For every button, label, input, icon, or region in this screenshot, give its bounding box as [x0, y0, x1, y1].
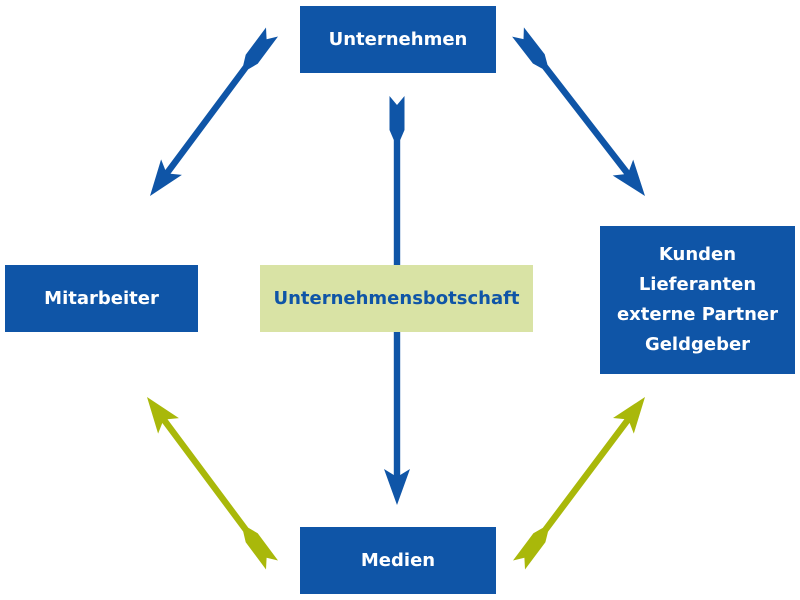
node-kunden-line-2: Lieferanten [638, 274, 757, 295]
arrow-unternehmen-to-kunden [512, 27, 645, 197]
node-kunden-line-4: Geldgeber [644, 334, 751, 355]
node-kunden-line-3: externe Partner [616, 304, 779, 325]
node-kunden-line-1: Kunden [658, 244, 737, 265]
node-unternehmensbotschaft-label: Unternehmensbotschaft [273, 288, 520, 309]
arrow-unternehmen-to-mitarbeiter [150, 27, 278, 196]
node-kunden: Kunden Lieferanten externe Partner Geldg… [600, 226, 795, 374]
node-unternehmen: Unternehmen [300, 6, 496, 73]
node-mitarbeiter: Mitarbeiter [5, 265, 198, 332]
arrow-medien-to-kunden [513, 397, 645, 570]
node-mitarbeiter-label: Mitarbeiter [44, 287, 159, 309]
node-medien-label: Medien [360, 549, 436, 571]
node-unternehmen-label: Unternehmen [328, 28, 468, 50]
node-medien: Medien [300, 527, 496, 594]
node-unternehmensbotschaft: Unternehmensbotschaft [260, 265, 533, 332]
arrow-medien-to-mitarbeiter [147, 397, 278, 570]
